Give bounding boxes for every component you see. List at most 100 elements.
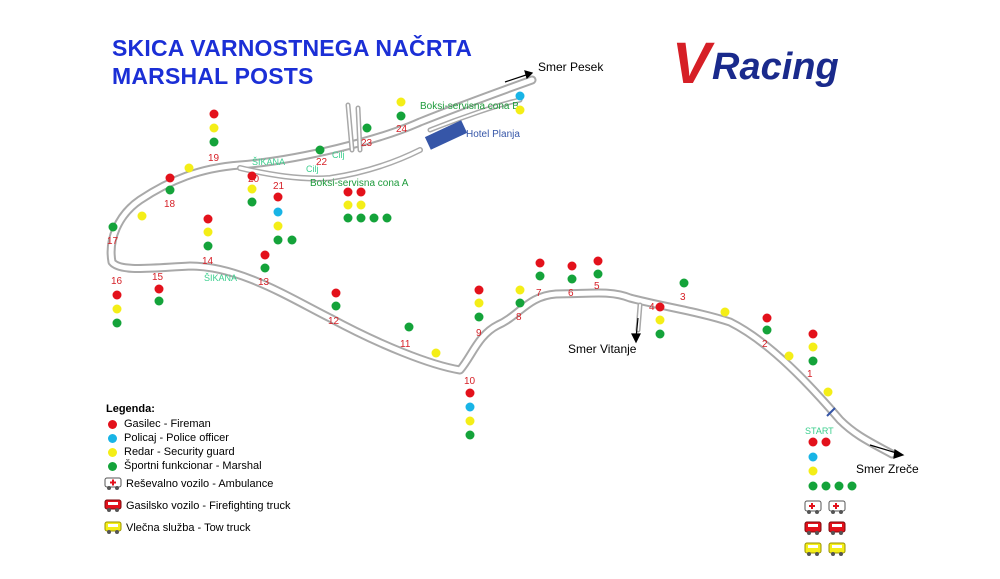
hotel-label: Hotel Planja [466, 129, 520, 140]
post-number-8: 8 [516, 312, 522, 323]
marshal-marker [247, 197, 257, 207]
post-number-4: 4 [649, 302, 655, 313]
post-number-17: 17 [107, 236, 119, 247]
marshal-marker [203, 241, 213, 251]
security-marker [808, 342, 818, 352]
legend-item-marshal: Športni funkcionar - Marshal [106, 459, 366, 473]
security-dot-icon [108, 448, 117, 457]
marshal-marker [593, 269, 603, 279]
legend-label-security: Redar - Security guard [124, 446, 235, 458]
security-marker [209, 123, 219, 133]
security-marker [396, 97, 406, 107]
marshal-marker [834, 481, 844, 491]
marshal-marker [356, 213, 366, 223]
police-dot-icon [108, 434, 117, 443]
security-marker [515, 105, 525, 115]
security-marker [784, 351, 794, 361]
fireman-marker [655, 302, 665, 312]
marshal-marker [567, 274, 577, 284]
marshal-marker [679, 278, 689, 288]
marshal-marker [762, 325, 772, 335]
marshal-marker [655, 329, 665, 339]
fireman-marker [593, 256, 603, 266]
firetruck-icon [104, 499, 122, 512]
fireman-marker [260, 250, 270, 260]
post-number-12: 12 [328, 316, 340, 327]
marshal-marker [847, 481, 857, 491]
fireman-marker [808, 329, 818, 339]
towtruck-icon [828, 542, 846, 556]
marshal-marker [535, 271, 545, 281]
post-number-2: 2 [762, 339, 768, 350]
legend-item-ambulance: Reševalno vozilo - Ambulance [104, 473, 366, 495]
legend-item-towtruck: Vlečna služba - Tow truck [104, 517, 366, 539]
chicane-label-2: ŠIKANA [204, 273, 237, 283]
marshal-marker [331, 301, 341, 311]
fireman-marker [165, 173, 175, 183]
fireman-marker [567, 261, 577, 271]
police-marker [465, 402, 475, 412]
fireman-marker [112, 290, 122, 300]
road [106, 75, 897, 459]
towtruck-icon [804, 542, 822, 556]
post-number-21: 21 [273, 181, 285, 192]
security-marker [515, 285, 525, 295]
fireman-marker [808, 437, 818, 447]
legend-label-ambulance: Reševalno vozilo - Ambulance [126, 478, 274, 490]
security-marker [720, 307, 730, 317]
legend-item-police: Policaj - Police officer [106, 431, 366, 445]
hotel-building [424, 120, 468, 150]
fireman-marker [331, 288, 341, 298]
direction-arrows [504, 70, 905, 459]
marshal-marker [112, 318, 122, 328]
logo-word: Racing [712, 46, 839, 88]
post-numbers: 1 2 3 4 5 6 7 8 9 10 11 12 13 14 15 16 1… [107, 124, 813, 387]
post-number-18: 18 [164, 199, 176, 210]
post-number-10: 10 [464, 376, 476, 387]
post-number-9: 9 [476, 328, 482, 339]
marshal-marker [273, 235, 283, 245]
start-vehicles [804, 500, 846, 556]
marshal-marker [260, 263, 270, 273]
security-marker [356, 200, 366, 210]
fireman-marker [356, 187, 366, 197]
map-title: SKICA VARNOSTNEGA NAČRTA MARSHAL POSTS [112, 34, 472, 90]
legend-label-firetruck: Gasilsko vozilo - Firefighting truck [126, 500, 291, 512]
post-number-15: 15 [152, 272, 164, 283]
security-marker [184, 163, 194, 173]
direction-vitanje: Smer Vitanje [568, 342, 637, 356]
legend-item-firetruck: Gasilsko vozilo - Firefighting truck [104, 495, 366, 517]
fireman-marker [154, 284, 164, 294]
security-marker [273, 221, 283, 231]
finish-label-1: Cilj [332, 150, 345, 160]
logo-letter: V [672, 31, 711, 96]
police-marker [515, 91, 525, 101]
ambulance-icon [828, 500, 846, 514]
post-number-19: 19 [208, 153, 220, 164]
title-line-1: SKICA VARNOSTNEGA NAČRTA [112, 35, 473, 61]
marshal-marker [465, 430, 475, 440]
legend-label-police: Policaj - Police officer [124, 432, 229, 444]
legend-heading: Legenda: [106, 403, 155, 415]
direction-zrece: Smer Zreče [856, 462, 919, 476]
legend: Legenda: Gasilec - Fireman Policaj - Pol… [104, 403, 366, 539]
security-marker [465, 416, 475, 426]
post-number-5: 5 [594, 281, 600, 292]
legend-label-fireman: Gasilec - Fireman [124, 418, 211, 430]
firetruck-icon [828, 521, 846, 535]
finish-label-2: Cilj [306, 164, 319, 174]
fireman-marker [203, 214, 213, 224]
fireman-marker [343, 187, 353, 197]
security-marker [137, 211, 147, 221]
marshal-marker [362, 123, 372, 133]
personnel-markers [108, 91, 857, 491]
fireman-marker [474, 285, 484, 295]
marshal-marker [287, 235, 297, 245]
post-number-7: 7 [536, 288, 542, 299]
fireman-marker [762, 313, 772, 323]
post-number-24: 24 [396, 124, 408, 135]
legend-label-towtruck: Vlečna služba - Tow truck [126, 522, 251, 534]
marshal-marker [396, 111, 406, 121]
